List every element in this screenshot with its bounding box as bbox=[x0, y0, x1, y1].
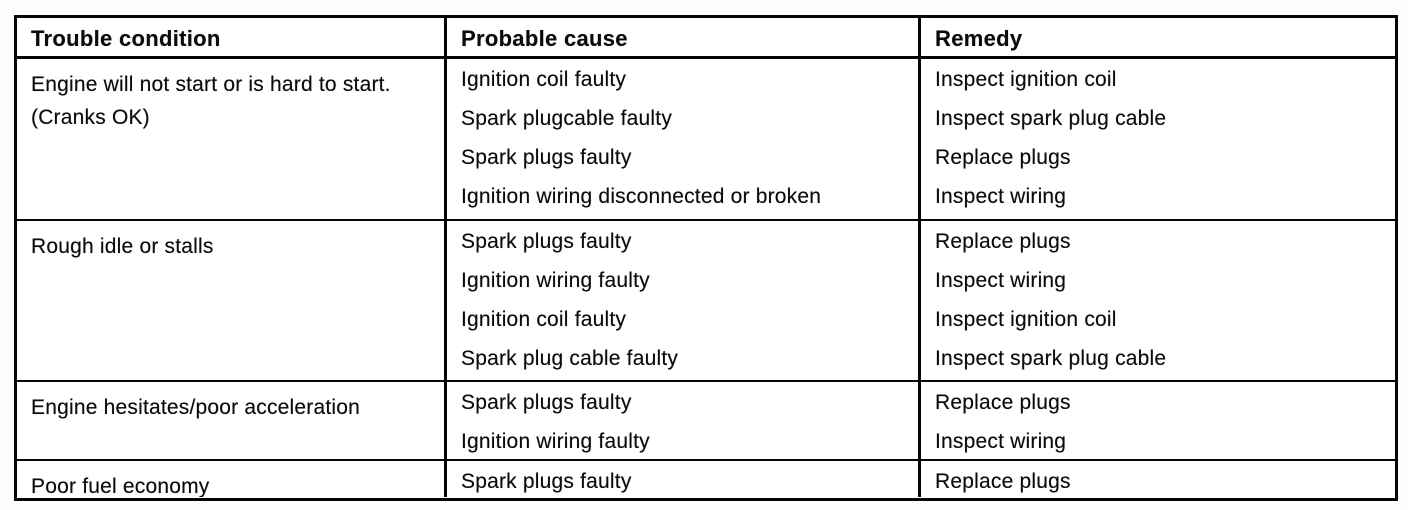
table-body: Engine will not start or is hard to star… bbox=[17, 59, 1395, 497]
cause-item: Ignition coil faulty bbox=[461, 308, 627, 331]
cause-item: Ignition wiring disconnected or broken bbox=[461, 185, 822, 208]
trouble-condition-cell: Engine hesitates/poor acceleration bbox=[17, 382, 447, 459]
trouble-condition-text: Engine will not start or is hard to star… bbox=[31, 73, 391, 129]
remedy-item: Replace plugs bbox=[935, 146, 1071, 169]
cause-item: Ignition wiring faulty bbox=[461, 430, 650, 453]
table-header-row: Trouble condition Probable cause Remedy bbox=[17, 18, 1395, 59]
remedy-item: Replace plugs bbox=[935, 470, 1071, 493]
cause-item: Spark plugcable faulty bbox=[461, 107, 673, 130]
troubleshooting-table: Trouble condition Probable cause Remedy … bbox=[14, 15, 1398, 501]
remedy-item: Replace plugs bbox=[935, 230, 1071, 253]
remedy-item: Inspect spark plug cable bbox=[935, 107, 1167, 130]
remedy-item: Replace plugs bbox=[935, 391, 1071, 414]
remedy-item: Inspect ignition coil bbox=[935, 308, 1117, 331]
table-row: Poor fuel economy Spark plugs faulty Rep… bbox=[17, 461, 1395, 497]
remedy-item: Inspect wiring bbox=[935, 269, 1067, 292]
cause-item: Spark plugs faulty bbox=[461, 146, 632, 169]
trouble-condition-text: Engine hesitates/poor acceleration bbox=[31, 396, 361, 419]
table-row: Engine will not start or is hard to star… bbox=[17, 59, 1395, 221]
trouble-condition-cell: Rough idle or stalls bbox=[17, 221, 447, 380]
probable-cause-cell: Spark plugs faulty bbox=[447, 461, 921, 497]
cause-item: Spark plug cable faulty bbox=[461, 347, 679, 370]
remedy-item: Inspect wiring bbox=[935, 185, 1067, 208]
cause-item: Ignition coil faulty bbox=[461, 68, 627, 91]
remedy-item: Inspect ignition coil bbox=[935, 68, 1117, 91]
column-header-probable-cause: Probable cause bbox=[447, 18, 921, 56]
remedy-item: Inspect wiring bbox=[935, 430, 1067, 453]
trouble-condition-text: Poor fuel economy bbox=[31, 475, 210, 497]
column-header-remedy: Remedy bbox=[935, 26, 1023, 51]
cause-item: Spark plugs faulty bbox=[461, 391, 632, 414]
trouble-condition-cell: Poor fuel economy bbox=[17, 461, 447, 497]
column-header-trouble-condition: Trouble condition bbox=[17, 18, 447, 56]
cause-item: Ignition wiring faulty bbox=[461, 269, 650, 292]
trouble-condition-cell: Engine will not start or is hard to star… bbox=[17, 59, 447, 219]
cause-item: Spark plugs faulty bbox=[461, 230, 632, 253]
table-row: Engine hesitates/poor acceleration Spark… bbox=[17, 382, 1395, 461]
remedy-item: Inspect spark plug cable bbox=[935, 347, 1167, 370]
remedy-cell: Replace plugs bbox=[921, 461, 1395, 497]
trouble-condition-text: Rough idle or stalls bbox=[31, 235, 214, 258]
cause-item: Spark plugs faulty bbox=[461, 470, 632, 493]
